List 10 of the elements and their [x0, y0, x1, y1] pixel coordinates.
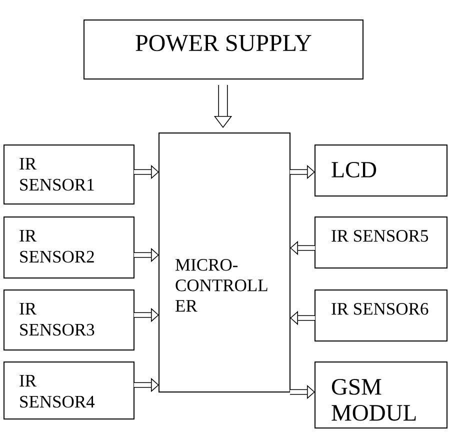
- process-box: IR SENSOR2: [4, 216, 134, 278]
- process-box: POWER SUPPLY: [84, 20, 364, 80]
- process-box: MICRO- CONTROLL ER: [158, 132, 290, 392]
- process-box: IR SENSOR6: [314, 290, 448, 342]
- process-box: IR SENSOR3: [4, 290, 134, 350]
- process-box: IR SENSOR5: [314, 216, 448, 268]
- process-box: IR SENSOR1: [4, 144, 134, 204]
- process-box: LCD: [314, 144, 448, 196]
- process-box: IR SENSOR4: [4, 362, 134, 420]
- process-box: GSM MODUL: [314, 362, 448, 428]
